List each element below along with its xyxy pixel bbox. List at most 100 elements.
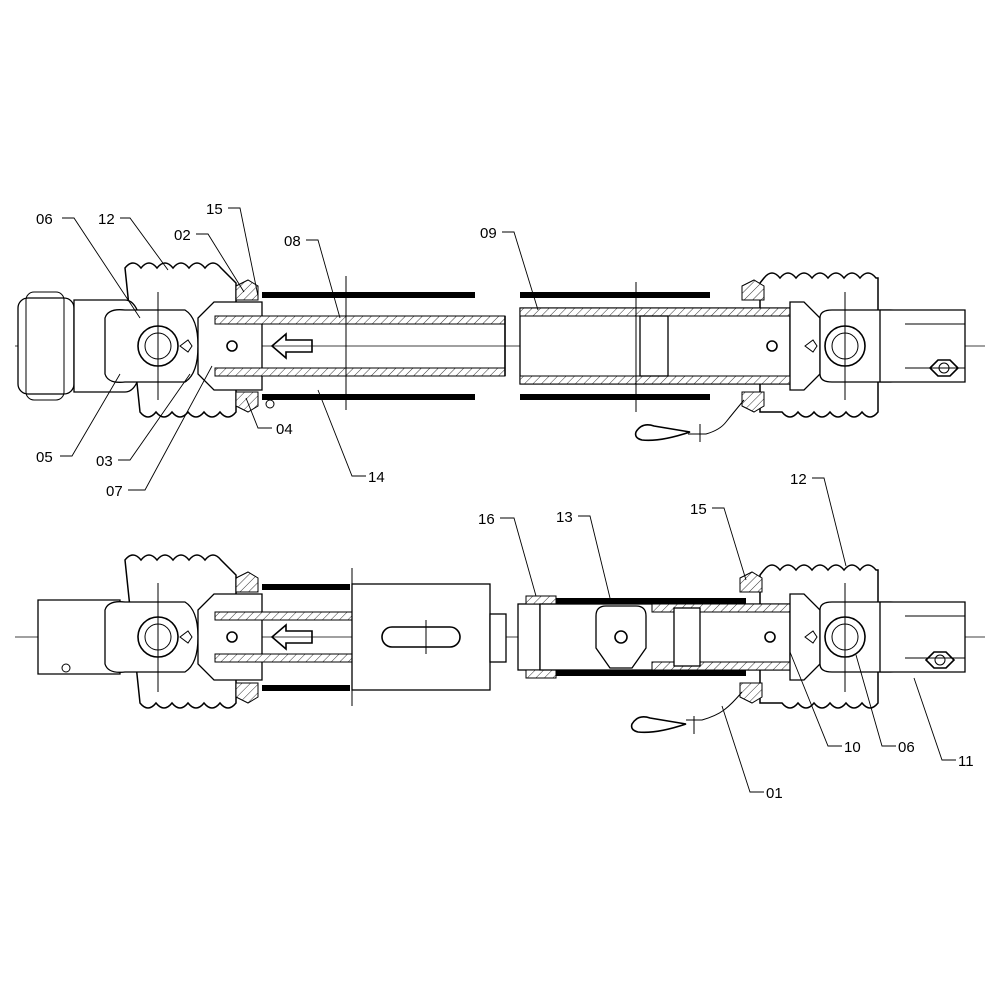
- top-right-inner-tube-wall-bottom: [519, 375, 791, 385]
- top-right-lower-clip: [741, 391, 765, 413]
- bottom-left-sleeve-slot: [381, 626, 461, 648]
- label-06-top: 06: [36, 211, 53, 228]
- bottom-left-half: [37, 554, 507, 709]
- top-right-yoke-body: [879, 309, 966, 383]
- leader-07: [128, 365, 213, 491]
- top-left-half: [17, 262, 506, 418]
- bottom-left-pin: [226, 631, 238, 643]
- leader-08: [306, 239, 341, 319]
- top-right-chain-hook: [634, 424, 691, 442]
- leader-15-top: [228, 207, 259, 297]
- leader-12-top: [120, 217, 169, 271]
- leader-06-bottom: [855, 654, 896, 747]
- bottom-right-end-cap-top: [525, 595, 557, 605]
- label-09: 09: [480, 225, 497, 242]
- leader-lines: [60, 207, 956, 793]
- bottom-left-upper-clip: [235, 571, 259, 593]
- bottom-right-yoke-body: [879, 601, 966, 673]
- part-labels: 06 12 15 02 05 03 07 04 08 14 09 16 13 1…: [36, 201, 974, 802]
- leader-05: [60, 373, 121, 457]
- label-04: 04: [276, 421, 293, 438]
- bottom-left-grease-fitting: [179, 630, 193, 644]
- top-right-outer-tube-top: [520, 292, 710, 298]
- top-right-inner-tube-wall-top: [519, 307, 791, 317]
- label-15-top: 15: [206, 201, 223, 218]
- top-right-sliding-sleeve: [639, 315, 669, 377]
- bottom-left-profile-tube-bottom: [214, 653, 356, 663]
- label-02: 02: [174, 227, 191, 244]
- leader-03: [118, 373, 191, 461]
- bottom-right-upper-clip: [739, 571, 763, 593]
- leader-13: [578, 515, 611, 599]
- bottom-right-hex-bolt-center: [934, 654, 946, 666]
- label-01: 01: [766, 785, 783, 802]
- bottom-right-clamp-bracket: [595, 605, 647, 669]
- bottom-left-profile-tube-top: [214, 611, 356, 621]
- leader-11: [913, 677, 956, 761]
- top-left-grease-nipple: [265, 399, 275, 409]
- bottom-left-yoke-fork: [104, 601, 199, 673]
- label-03: 03: [96, 453, 113, 470]
- label-07: 07: [106, 483, 123, 500]
- top-right-safety-chain: [688, 399, 745, 435]
- label-14: 14: [368, 469, 385, 486]
- label-16: 16: [478, 511, 495, 528]
- bottom-left-yoke-body: [37, 599, 121, 675]
- leader-15-bottom: [712, 507, 747, 581]
- top-left-profile-tube-bottom: [214, 367, 506, 377]
- top-left-upper-clip: [235, 279, 259, 301]
- leader-09: [502, 231, 539, 311]
- bottom-left-direction-arrow: [270, 623, 313, 651]
- bottom-left-shaft-end: [489, 613, 507, 663]
- top-left-inner-yoke: [197, 301, 263, 391]
- bottom-right-outer-tube-bottom: [556, 670, 746, 676]
- top-right-upper-clip: [741, 279, 765, 301]
- bottom-left-inner-yoke: [197, 593, 263, 681]
- bottom-right-pin: [764, 631, 776, 643]
- bottom-right-inner-tube-wall-bottom: [651, 661, 791, 671]
- leader-02: [196, 233, 245, 293]
- bottom-right-hex-bolt: [924, 651, 956, 669]
- bottom-right-chain-hook: [630, 716, 687, 734]
- leader-01: [721, 705, 764, 793]
- label-12-bottom: 12: [790, 471, 807, 488]
- top-left-outer-tube-bottom: [262, 394, 475, 400]
- leader-14: [317, 389, 366, 477]
- top-left-grease-fitting: [179, 339, 193, 353]
- top-left-pin: [226, 340, 238, 352]
- bottom-right-safety-chain: [686, 691, 743, 721]
- top-right-hex-bolt-center: [938, 362, 950, 374]
- leader-06-top: [62, 217, 141, 319]
- bottom-left-yoke-hole: [61, 663, 71, 673]
- bottom-right-end-cap-bottom: [525, 669, 557, 679]
- top-right-pin: [766, 340, 778, 352]
- top-right-outer-tube-bottom: [520, 394, 710, 400]
- label-05: 05: [36, 449, 53, 466]
- label-06-bottom: 06: [898, 739, 915, 756]
- bottom-right-sliding-sleeve: [673, 607, 701, 667]
- bottom-right-half: [517, 564, 966, 734]
- bottom-left-lower-clip: [235, 682, 259, 704]
- bottom-left-outer-tube-bottom: [262, 685, 350, 691]
- label-12-top: 12: [98, 211, 115, 228]
- leader-12-bottom: [812, 477, 847, 567]
- label-11: 11: [958, 753, 974, 770]
- top-left-direction-arrow: [270, 332, 313, 360]
- leader-16: [500, 517, 537, 597]
- bottom-right-grease-fitting: [804, 630, 818, 644]
- bottom-right-inner-tube: [539, 603, 791, 671]
- bottom-right-lower-clip: [739, 682, 763, 704]
- leader-10: [789, 651, 842, 747]
- label-08: 08: [284, 233, 301, 250]
- top-left-outer-tube-top: [262, 292, 475, 298]
- label-10: 10: [844, 739, 861, 756]
- top-left-lower-clip: [235, 391, 259, 413]
- bottom-shaft-assembly: [15, 554, 985, 734]
- top-shaft-assembly: [15, 262, 985, 442]
- bottom-right-end-cap: [517, 603, 541, 671]
- top-left-profile-tube-top: [214, 315, 506, 325]
- bottom-left-outer-tube-top: [262, 584, 350, 590]
- top-left-yoke-fork: [104, 309, 199, 383]
